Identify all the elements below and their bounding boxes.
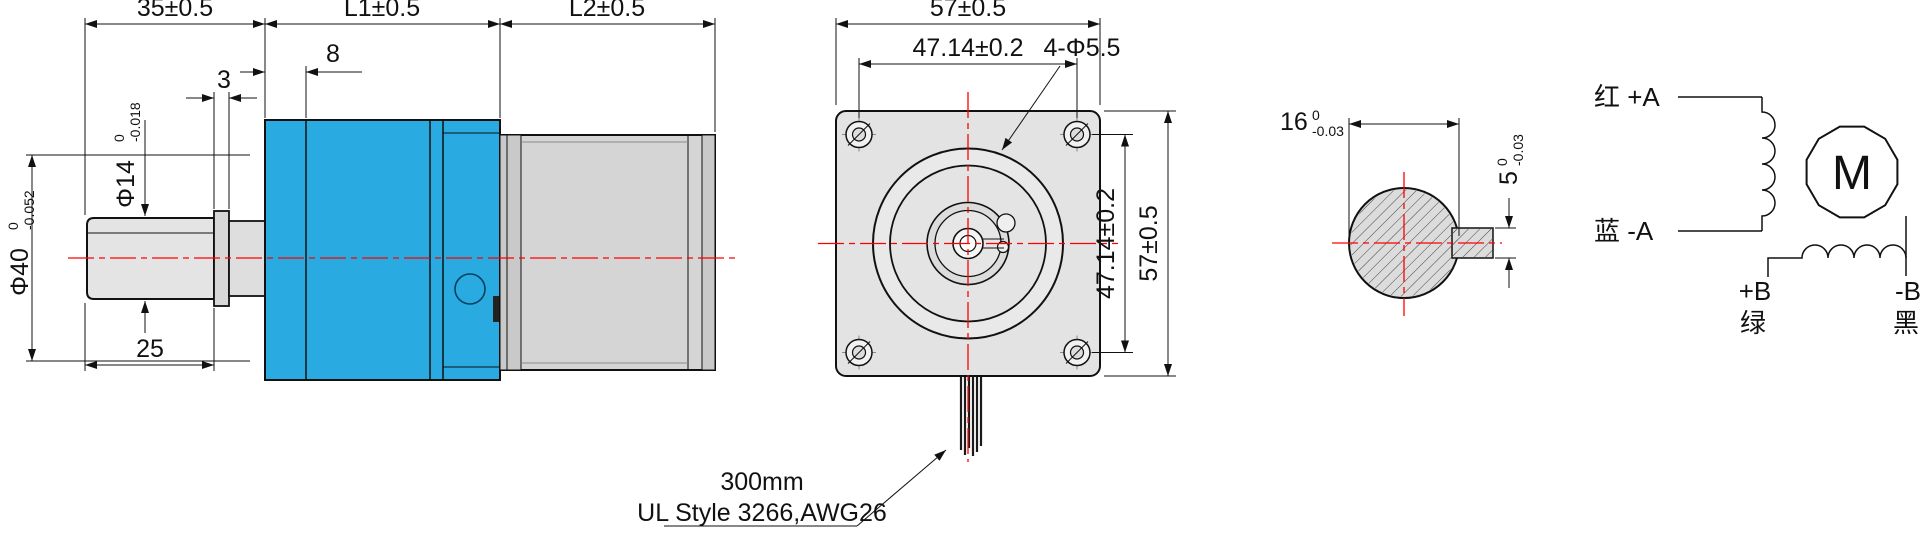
- dim-16-tol-upper: 0: [1312, 107, 1320, 123]
- dim-16: 16 0 -0.03: [1280, 107, 1460, 236]
- dim-phi14-label: Φ14: [112, 160, 140, 208]
- phase-b-positive-label: +B: [1739, 276, 1772, 306]
- phase-a-negative-label: 蓝 -A: [1594, 216, 1654, 246]
- output-shaft: [86, 217, 215, 300]
- dim-L1-label: L1±0.5: [344, 0, 420, 22]
- side-view: 35±0.5 L1±0.5 L2±0.5 8 3 Φ14 0 -0.: [5, 0, 738, 381]
- hole-callout: 4-Φ5.5: [1001, 34, 1121, 151]
- dim-5: 5 0 -0.03: [1494, 134, 1526, 288]
- dim-3-label: 3: [217, 66, 231, 94]
- dim-phi14-tol-lower: -0.018: [127, 102, 143, 142]
- dim-front-width: 57±0.5: [835, 0, 1101, 105]
- shaft-section-centerlines: [1332, 172, 1502, 316]
- phase-b-positive-color: 绿: [1740, 308, 1766, 338]
- dim-8: 8: [240, 40, 362, 118]
- dim-top-chain: 35±0.5 L1±0.5 L2±0.5: [84, 0, 716, 215]
- hub-pin-circle: [996, 240, 1010, 254]
- wiring-diagram: 红 +A 蓝 -A M +B 绿 -B 黑: [1594, 82, 1921, 338]
- dim-front-height-label: 57±0.5: [1135, 205, 1163, 281]
- dim-25-label: 25: [136, 335, 164, 363]
- phase-b-negative-color: 黑: [1893, 308, 1919, 338]
- motor-body: [499, 134, 716, 371]
- dim-phi14-tol-upper: 0: [111, 134, 127, 142]
- dim-bolt-spacing-right-label: 47.14±0.2: [1092, 188, 1120, 299]
- hole-callout-label: 4-Φ5.5: [1044, 34, 1121, 62]
- dim-phi40-label: Φ40: [6, 248, 34, 296]
- dim-front-width-label: 57±0.5: [930, 0, 1006, 22]
- phase-a-positive-label: 红 +A: [1594, 82, 1660, 112]
- dim-5-tol-lower: -0.03: [1510, 134, 1526, 166]
- dim-bolt-spacing-top: 47.14±0.2: [858, 34, 1078, 118]
- lead-note-length: 300mm: [720, 468, 803, 496]
- lead-wire-note: 300mm UL Style 3266,AWG26: [637, 449, 947, 527]
- front-view: 57±0.5 47.14±0.2 4-Φ5.5 47.14±0.2: [637, 0, 1176, 527]
- mounting-hole-bottom-left: [842, 335, 876, 370]
- front-view-centerlines: [818, 92, 1118, 462]
- gearbox-connector-detail: [493, 296, 500, 322]
- gearbox-body: [264, 119, 501, 381]
- dim-16-tol-lower: -0.03: [1312, 123, 1344, 139]
- dim-phi14: Φ14 0 -0.018: [111, 102, 149, 333]
- phase-b-negative-label: -B: [1895, 276, 1921, 306]
- mounting-hole-bottom-right: [1060, 335, 1094, 370]
- dim-phi40-tol-upper: 0: [5, 222, 21, 230]
- dim-5-tol-upper: 0: [1494, 158, 1510, 166]
- dim-bolt-spacing-right: 47.14±0.2: [1092, 134, 1133, 353]
- dim-front-height: 57±0.5: [1104, 110, 1176, 377]
- dim-5-label: 5: [1495, 171, 1523, 185]
- hub-screw-circle: [996, 213, 1016, 233]
- mounting-holes: [842, 117, 1094, 370]
- dim-bolt-spacing-top-label: 47.14±0.2: [912, 34, 1023, 62]
- motor-symbol-letter: M: [1832, 147, 1872, 200]
- shaft-section-view: 16 0 -0.03 5 0 -0.03: [1280, 107, 1526, 316]
- dim-L2-label: L2±0.5: [569, 0, 645, 22]
- motor-symbol-circle: [1805, 125, 1899, 219]
- dim-16-label: 16: [1280, 108, 1308, 136]
- dim-phi40-tol-lower: -0.052: [21, 190, 37, 230]
- dim-8-label: 8: [326, 40, 340, 68]
- lead-note-spec: UL Style 3266,AWG26: [637, 499, 887, 527]
- phase-b-coil: [1767, 244, 1907, 277]
- dim-35-label: 35±0.5: [137, 0, 213, 22]
- dim-25: 25: [84, 303, 215, 371]
- phase-a-coil: [1761, 97, 1776, 231]
- mounting-hole-top-right: [1060, 117, 1094, 152]
- dim-3: 3: [186, 66, 257, 209]
- mounting-hole-top-left: [842, 117, 876, 152]
- lead-wire-bundle: [959, 377, 983, 456]
- gearbox-detail-circle: [454, 273, 486, 305]
